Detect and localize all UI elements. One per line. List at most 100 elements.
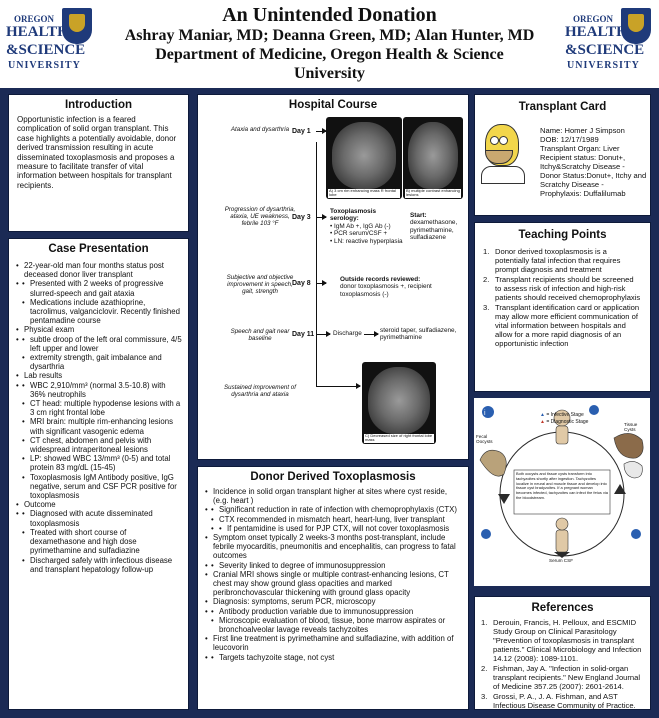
list-item: Cranial MRI shows single or multiple con… <box>204 570 462 598</box>
poster-authors: Ashray Maniar, MD; Deanna Green, MD; Ala… <box>124 27 535 44</box>
lifecycle-note-box <box>513 469 611 515</box>
list-item: Fishman, Jay A. "Infection in solid-orga… <box>481 664 641 691</box>
list-item: extremity strength, gait imbalance and d… <box>21 353 182 371</box>
list-item: subtle droop of the left oral commissure… <box>21 335 182 353</box>
card-donor-status: Donor Status:Donut+, Itchy and Scratchy … <box>540 171 647 189</box>
list-item: MRI brain: multiple rim-enhancing lesion… <box>21 417 182 435</box>
references-panel: References Derouin, Francis, H. Pelloux,… <box>474 596 651 710</box>
discharge-meds: steroid taper, sulfadiazene, pyrimethami… <box>380 327 457 342</box>
list-item: Grossi, P. A., J. A. Fishman, and AST In… <box>481 692 636 710</box>
label-serum-csf: Serum CSF <box>549 558 573 563</box>
homer-avatar-icon <box>477 122 529 184</box>
step-marker-icon <box>481 529 491 539</box>
list-item: WBC 2,910/mm³ (normal 3.5-10.8) with 36%… <box>21 381 182 399</box>
ohsu-logo-right: OREGON HEALTH &SCIENCE UNIVERSITY <box>563 6 655 82</box>
list-item: If pentamidine is used for PJP CTX, will… <box>218 524 462 533</box>
list-item: Symptom onset typically 2 weeks-3 months… <box>204 533 462 561</box>
mri-image-c: C) Decreased size of right frontal lobe … <box>362 362 436 444</box>
list-item: CTX recommended in mismatch heart, heart… <box>210 515 462 524</box>
logo-word-science: &SCIENCE <box>6 42 86 58</box>
label-fecal-oocysts: Fecal Oocysts <box>476 434 493 445</box>
start-title: Start: <box>410 212 427 219</box>
card-organ: Transplant Organ: Liver <box>540 144 620 153</box>
serology-title: Toxoplasmosis serology: <box>330 208 377 223</box>
references-title: References <box>531 602 594 614</box>
serology-block: Toxoplasmosis serology: • IgM Ab +, IgG … <box>330 208 404 245</box>
list-item: Treated with short course of dexamethaso… <box>21 528 182 556</box>
mri-image-a: A) 3 cm rim enhancing mass R frontal lob… <box>326 117 402 199</box>
card-dob: DOB: 12/17/1989 <box>540 135 599 144</box>
list-item: Targets tachyzoite stage, not cyst <box>210 653 462 662</box>
hospital-course-title: Hospital Course <box>288 99 378 111</box>
step-marker-icon <box>589 405 599 415</box>
course-day-3: Day 3 <box>292 214 311 221</box>
transplant-card-title: Transplant Card <box>518 101 607 113</box>
outside-records-title: Outside records reviewed: <box>340 276 421 283</box>
arrow-icon <box>316 331 331 337</box>
mri-image-b: B) multiple contrast enhancing lesions <box>403 117 463 199</box>
list-item: CT chest, abdomen and pelvis with widesp… <box>21 436 182 454</box>
list-item: 22-year-old man four months status post … <box>15 261 182 279</box>
list-item: Outcome <box>15 500 182 509</box>
list-item: Lab results <box>15 371 182 380</box>
legend-infective: = Infective Stage <box>546 412 584 418</box>
list-item: LP: showed WBC 13/mm³ (0-5) and total pr… <box>21 454 182 472</box>
arrow-icon <box>316 128 327 134</box>
list-item: Presented with 2 weeks of progressive sl… <box>21 279 182 297</box>
list-item: Medications include azathioprine, tacrol… <box>21 298 182 326</box>
arrow-icon <box>316 214 327 220</box>
human-body-icon <box>555 425 569 445</box>
outside-records-text: donor toxoplasmosis +, recipient toxopla… <box>340 283 432 298</box>
introduction-title: Introduction <box>64 99 133 111</box>
list-item: Donor derived toxoplasmosis is a potenti… <box>483 247 621 274</box>
list-item: Toxoplasmosis IgM Antibody positive, IgG… <box>21 473 182 501</box>
serology-item: • PCR serum/CSF + <box>330 230 388 238</box>
list-item: Transplant identification card or applic… <box>483 303 640 348</box>
list-item: Diagnosed with acute disseminated toxopl… <box>21 509 182 527</box>
timeline-line <box>316 142 317 386</box>
list-item: Physical exam <box>15 325 182 334</box>
ohsu-shield-icon <box>62 8 92 44</box>
card-prophylaxis: Prophylaxis: Duffalilumab <box>540 189 626 198</box>
logo-word-university: UNIVERSITY <box>8 60 81 71</box>
list-item: Diagnosis: symptoms, serum PCR, microsco… <box>204 597 462 606</box>
human-figure-icon <box>555 529 569 553</box>
teaching-points-panel: Teaching Points Donor derived toxoplasmo… <box>474 222 651 392</box>
mri-caption-a: A) 3 cm rim enhancing mass R frontal lob… <box>328 188 400 198</box>
sheep-icon <box>623 461 643 479</box>
course-left-1: Ataxia and dysarthria <box>230 126 290 133</box>
course-left-2: Progression of dysarthria, ataxia, UE we… <box>224 206 296 228</box>
list-item: CT head: multiple hypodense lesions with… <box>21 399 182 417</box>
list-item: Discharged safely with infectious diseas… <box>21 556 182 574</box>
arrow-icon <box>364 331 379 337</box>
lifecycle-legend: ▲ = Infective Stage ▲ = Diagnostic Stage <box>540 412 589 425</box>
mri-caption-b: B) multiple contrast enhancing lesions <box>405 187 461 198</box>
course-day-11: Day 11 <box>292 331 315 338</box>
cat-icon <box>479 449 507 477</box>
logo-word-oregon: OREGON <box>14 14 55 24</box>
teaching-list: Donor derived toxoplasmosis is a potenti… <box>483 247 642 348</box>
donor-derived-title: Donor Derived Toxoplasmosis <box>250 471 416 483</box>
infective-stage-icon <box>482 406 494 418</box>
lifecycle-svg: i <box>479 405 644 558</box>
introduction-panel: Introduction Opportunistic infection is … <box>8 94 189 232</box>
poster-header: OREGON HEALTH &SCIENCE UNIVERSITY An Uni… <box>0 0 659 88</box>
serology-item: • LN: reactive hyperplasia <box>330 237 403 245</box>
logo-word-health: HEALTH <box>565 24 628 40</box>
list-item: Derouin, Francis, H. Pelloux, and ESCMID… <box>481 618 642 663</box>
lifecycle-note: Both oocysts and tissue cysts transform … <box>516 471 608 500</box>
references-list: Derouin, Francis, H. Pelloux, and ESCMID… <box>481 618 644 710</box>
ohsu-logo-left: OREGON HEALTH &SCIENCE UNIVERSITY <box>4 6 96 82</box>
list-item: Incidence in solid organ transplant high… <box>204 487 462 505</box>
legend-diagnostic: = Diagnostic Stage <box>546 419 589 425</box>
introduction-text: Opportunistic infection is a feared comp… <box>17 115 177 190</box>
list-item: First line treatment is pyrimethamine an… <box>204 634 462 652</box>
donor-list: Incidence in solid organ transplant high… <box>204 487 462 662</box>
card-recipient-status: Recipient status: Donut+, Itchy&Scratchy… <box>540 153 626 171</box>
poster-department-line1: Department of Medicine, Oregon Health & … <box>155 46 504 63</box>
teaching-points-title: Teaching Points <box>518 229 607 241</box>
course-day-8: Day 8 <box>292 280 311 287</box>
logo-word-oregon: OREGON <box>573 14 614 24</box>
logo-word-health: HEALTH <box>6 24 69 40</box>
toxoplasma-lifecycle-diagram: i ▲ = Infective Stage ▲ = Diagnostic Sta… <box>474 398 650 586</box>
